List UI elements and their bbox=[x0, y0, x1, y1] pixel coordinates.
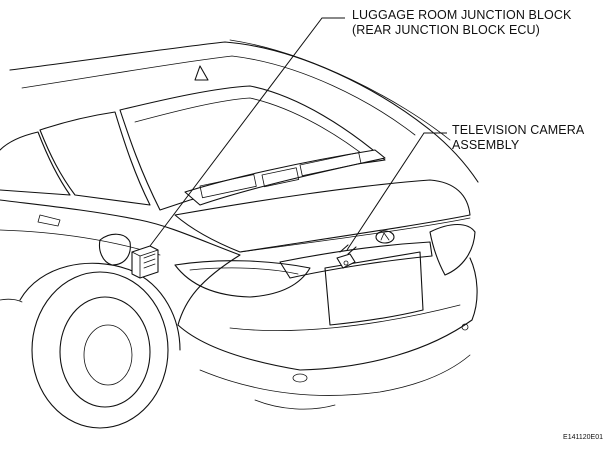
roof-outline bbox=[9, 41, 479, 183]
rear-hub bbox=[83, 324, 133, 386]
camera-assembly-marker bbox=[336, 244, 357, 269]
rear-window-inner bbox=[134, 97, 371, 161]
bumper-line-upper bbox=[229, 304, 461, 331]
door-handle bbox=[37, 214, 61, 227]
wheel-arch bbox=[19, 262, 181, 351]
rear-tire bbox=[31, 271, 169, 429]
callout-junction-block-line1: LUGGAGE ROOM JUNCTION BLOCK bbox=[352, 8, 572, 22]
callout-junction-block-line2: (REAR JUNCTION BLOCK ECU) bbox=[352, 23, 540, 37]
figure-id: E141120E01 bbox=[563, 434, 603, 441]
trunk-garnish bbox=[279, 241, 433, 279]
lexus-emblem bbox=[375, 230, 395, 244]
license-plate-recess bbox=[324, 251, 424, 326]
shelf-vent-left bbox=[199, 174, 257, 199]
body-side bbox=[0, 199, 241, 326]
callout-camera: TELEVISION CAMERA ASSEMBLY bbox=[452, 123, 584, 153]
fuel-door bbox=[98, 233, 131, 266]
trunk-lid-edge bbox=[239, 217, 471, 253]
side-window-front bbox=[0, 131, 71, 196]
trunk-lid bbox=[174, 179, 471, 253]
side-window-rear bbox=[39, 111, 151, 206]
exhaust-trim bbox=[254, 399, 336, 410]
callout-camera-line2: ASSEMBLY bbox=[452, 138, 520, 152]
callout-junction-block: LUGGAGE ROOM JUNCTION BLOCK (REAR JUNCTI… bbox=[352, 8, 571, 38]
rear-window bbox=[119, 85, 386, 211]
junction-block-marker bbox=[131, 245, 159, 279]
bumper-line-lower bbox=[199, 354, 471, 396]
bumper-reflector bbox=[292, 373, 308, 383]
leader-junction-block bbox=[149, 17, 345, 247]
taillight-right bbox=[429, 223, 476, 276]
shelf-vent-center bbox=[261, 167, 300, 188]
rear-bumper bbox=[177, 257, 478, 371]
rear-shelf bbox=[184, 149, 386, 206]
antenna-fin bbox=[194, 65, 209, 81]
taillight-left-inner bbox=[189, 267, 299, 275]
callout-camera-line1: TELEVISION CAMERA bbox=[452, 123, 585, 137]
parking-sensor bbox=[461, 323, 469, 331]
emblem-mark bbox=[380, 232, 390, 241]
rear-rim bbox=[59, 296, 151, 408]
shelf-vent-right bbox=[299, 152, 362, 177]
leader-camera bbox=[346, 132, 447, 251]
rocker-panel bbox=[0, 298, 23, 303]
taillight-left bbox=[174, 260, 311, 298]
roof-inner-line bbox=[21, 55, 416, 136]
roof-edge-line bbox=[229, 39, 451, 141]
